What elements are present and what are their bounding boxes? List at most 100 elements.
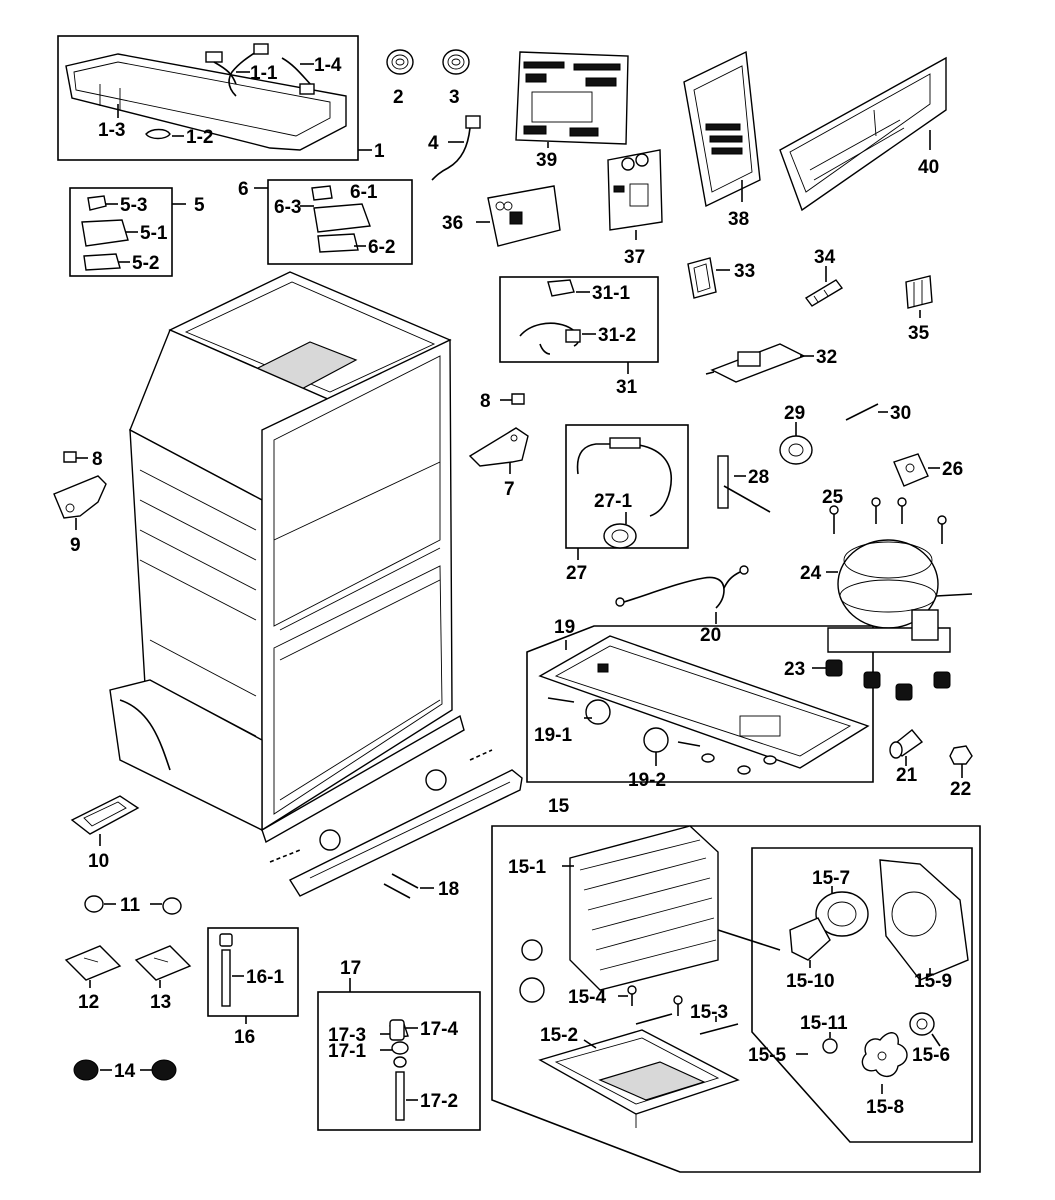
part-12-foot: [64, 945, 122, 981]
label-25: 25: [822, 487, 844, 508]
part-11-caps: [84, 895, 182, 915]
label-15-7: 15-7: [812, 868, 850, 889]
label-12: 12: [78, 992, 99, 1013]
part-20-cable: [615, 565, 749, 609]
label-21: 21: [896, 765, 918, 786]
part-29-cap: [779, 435, 813, 465]
part-4-power-cord: [431, 115, 481, 181]
label-5-2: 5-2: [132, 253, 159, 274]
part-7-bracket: [468, 427, 529, 467]
group-box-19: [526, 625, 874, 783]
part-1-top-cover: [65, 43, 347, 151]
part-37-pcb: [607, 149, 663, 231]
label-34: 34: [814, 247, 836, 268]
label-26: 26: [942, 459, 963, 480]
label-40: 40: [918, 157, 939, 178]
label-15-3: 15-3: [690, 1002, 728, 1023]
part-33-bracket: [687, 257, 717, 299]
label-19-2: 19-2: [628, 770, 666, 791]
label-22: 22: [950, 779, 971, 800]
part-28-thermostat: [717, 455, 771, 513]
part-25-bolts: [829, 497, 947, 544]
part-39-main-pcb: [515, 51, 629, 145]
part-17-roller-assembly: [389, 1019, 409, 1121]
part-15-1-evaporator: [569, 825, 781, 991]
label-8-right: 8: [480, 391, 491, 412]
part-30-wire: [845, 403, 879, 421]
part-15-9-shroud: [879, 859, 969, 981]
label-15-11: 15-11: [800, 1013, 848, 1034]
part-26-relay: [893, 453, 929, 487]
label-3: 3: [449, 87, 460, 108]
part-15-8-fan-blade: [861, 1032, 908, 1077]
label-18: 18: [438, 879, 459, 900]
label-14: 14: [114, 1061, 136, 1082]
label-1-2: 1-2: [186, 127, 213, 148]
label-4: 4: [428, 133, 439, 154]
part-16-leveling-leg: [219, 933, 233, 1007]
label-15-4: 15-4: [568, 987, 606, 1008]
label-15-8: 15-8: [866, 1097, 904, 1118]
callout-labels: 1 1-1 1-2 1-3 1-4 2 3 4 5 5-1 5-2 5-3 6 …: [70, 55, 971, 1118]
part-8-cap-left: [63, 451, 77, 463]
label-16-1: 16-1: [246, 967, 284, 988]
label-16: 16: [234, 1027, 255, 1048]
part-31-harness: [519, 279, 581, 355]
label-35: 35: [908, 323, 930, 344]
part-23-grommets: [825, 659, 951, 701]
label-5-3: 5-3: [120, 195, 147, 216]
part-13-foot: [134, 945, 192, 981]
label-1-4: 1-4: [314, 55, 342, 76]
group-box-17: [317, 991, 481, 1131]
label-17-3: 17-3: [328, 1025, 366, 1046]
label-15-2: 15-2: [540, 1025, 578, 1046]
part-15-3-screws: [635, 995, 739, 1035]
part-3-grommet: [442, 49, 470, 75]
label-31: 31: [616, 377, 638, 398]
label-27-1: 27-1: [594, 491, 632, 512]
label-17: 17: [340, 958, 361, 979]
label-5: 5: [194, 195, 205, 216]
label-7: 7: [504, 479, 515, 500]
group-box-16: [207, 927, 299, 1017]
label-17-2: 17-2: [420, 1091, 458, 1112]
group-box-5: [69, 187, 173, 277]
label-6-1: 6-1: [350, 182, 378, 203]
label-8-left: 8: [92, 449, 103, 470]
label-36: 36: [442, 213, 463, 234]
label-15-1: 15-1: [508, 857, 546, 878]
label-20: 20: [700, 625, 721, 646]
label-31-2: 31-2: [598, 325, 636, 346]
label-15: 15: [548, 796, 570, 817]
part-8-cap-right: [511, 393, 525, 405]
part-32-heater: [705, 343, 806, 383]
group-box-6: [267, 179, 413, 265]
label-6-2: 6-2: [368, 237, 395, 258]
part-15-11-spring: [822, 1038, 838, 1054]
part-38-panel: [683, 50, 761, 208]
group-box-31: [499, 276, 659, 363]
label-2: 2: [393, 87, 404, 108]
label-39: 39: [536, 150, 557, 171]
label-27: 27: [566, 563, 587, 584]
label-13: 13: [150, 992, 171, 1013]
label-29: 29: [784, 403, 805, 424]
group-box-15: [491, 825, 981, 1173]
label-15-10: 15-10: [786, 971, 835, 992]
part-27-defrost-sensor: [576, 437, 672, 549]
part-5-hinge-assembly: [81, 195, 129, 271]
part-6-hinge-assembly: [311, 185, 371, 253]
label-31-1: 31-1: [592, 283, 630, 304]
group-box-27: [565, 424, 689, 549]
label-17-4: 17-4: [420, 1019, 458, 1040]
label-6-3: 6-3: [274, 197, 301, 218]
part-10-cover: [70, 795, 140, 835]
part-40-cover-plate: [779, 56, 947, 212]
label-37: 37: [624, 247, 645, 268]
label-10: 10: [88, 851, 109, 872]
label-24: 24: [800, 563, 822, 584]
part-34-fuse: [804, 279, 844, 307]
label-1-1: 1-1: [250, 63, 278, 84]
label-23: 23: [784, 659, 805, 680]
label-38: 38: [728, 209, 749, 230]
